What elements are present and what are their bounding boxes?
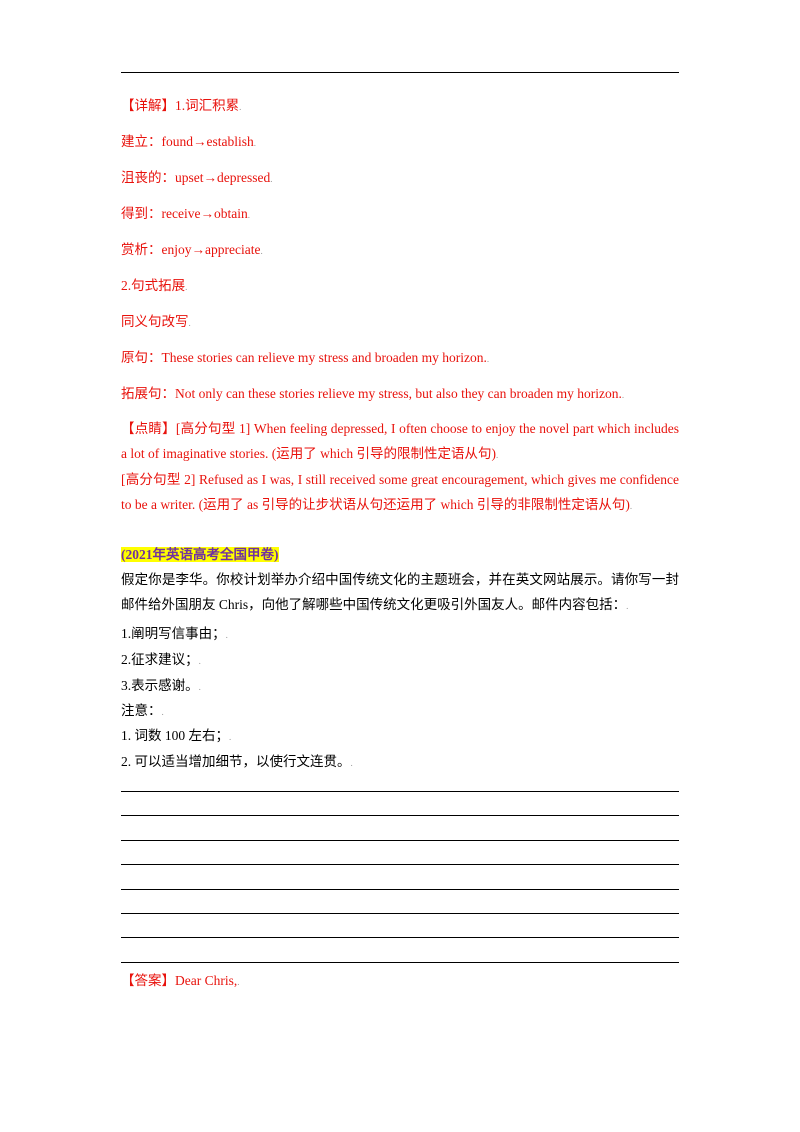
paragraph-mark: .	[621, 390, 625, 400]
item-text: 原句：These stories can relieve my stress a…	[121, 350, 487, 365]
note-label: 注意：.	[121, 702, 164, 721]
item-text: 拓展句：Not only can these stories relieve m…	[121, 386, 622, 401]
paragraph-mark: .	[185, 282, 188, 292]
paragraph-mark: .	[495, 450, 499, 460]
paragraph-mark: .	[247, 210, 250, 220]
vocab-item: 沮丧的：upset→depressed.	[121, 169, 272, 188]
detail-heading: 【详解】	[121, 98, 175, 113]
writing-line	[121, 815, 679, 816]
rewrite-label: 同义句改写.	[121, 313, 191, 332]
vocab-text: 得到：receive→obtain	[121, 206, 248, 221]
vocab-item: 建立：found→establish.	[121, 133, 256, 152]
writing-line	[121, 791, 679, 792]
paragraph-mark: .	[225, 630, 228, 640]
task-source: (2021年英语高考全国甲卷)	[121, 547, 279, 562]
paragraph-mark: .	[486, 354, 490, 364]
answer-line: 【答案】Dear Chris,.	[121, 972, 239, 991]
task-source-line: (2021年英语高考全国甲卷)	[121, 546, 279, 564]
vocab-text: 建立：found→establish	[121, 134, 254, 149]
note-item: 2. 可以适当增加细节，以使行文连贯。.	[121, 753, 353, 772]
vocab-item: 赏析：enjoy→appreciate.	[121, 241, 263, 260]
paragraph-mark: .	[626, 601, 629, 611]
item-text: 2.句式拓展	[121, 278, 186, 293]
detail-item-vocab: 1.词汇积累	[175, 98, 240, 113]
tips-paragraph-1: 【点睛】[高分句型 1] When feeling depressed, I o…	[121, 416, 679, 468]
paragraph-mark: .	[188, 318, 191, 328]
note-item: 1. 词数 100 左右；.	[121, 727, 231, 746]
writing-line	[121, 840, 679, 841]
vocab-text: 赏析：enjoy→appreciate	[121, 242, 261, 257]
item-text: 同义句改写	[121, 314, 189, 329]
writing-line	[121, 889, 679, 890]
paragraph-mark: .	[198, 656, 201, 666]
paragraph-mark: .	[350, 758, 353, 768]
paragraph-mark: .	[260, 246, 263, 256]
tips-heading: 【点睛】	[121, 421, 176, 436]
tips-text-2: [高分句型 2] Refused as I was, I still recei…	[121, 472, 679, 512]
paragraph-mark: .	[270, 174, 273, 184]
detail-item-sentence: 2.句式拓展.	[121, 277, 187, 296]
vocab-item: 得到：receive→obtain.	[121, 205, 250, 224]
point-text: 2.征求建议；	[121, 652, 199, 667]
paragraph-mark: .	[161, 707, 164, 717]
point-text: 1.阐明写信事由；	[121, 626, 226, 641]
prompt-text: 假定你是李华。你校计划举办介绍中国传统文化的主题班会，并在英文网站展示。请你写一…	[121, 572, 679, 612]
paragraph-mark: .	[229, 732, 232, 742]
task-prompt: 假定你是李华。你校计划举办介绍中国传统文化的主题班会，并在英文网站展示。请你写一…	[121, 567, 679, 619]
writing-line	[121, 864, 679, 865]
vocab-text: 沮丧的：upset→depressed	[121, 170, 271, 185]
task-point: 1.阐明写信事由；.	[121, 625, 228, 644]
paragraph-mark: .	[253, 138, 256, 148]
tips-text-1: [高分句型 1] When feeling depressed, I often…	[121, 421, 679, 461]
point-text: 3.表示感谢。	[121, 678, 199, 693]
note-text: 1. 词数 100 左右；	[121, 728, 229, 743]
task-point: 2.征求建议；.	[121, 651, 201, 670]
note-text: 2. 可以适当增加细节，以使行文连贯。	[121, 754, 351, 769]
paragraph-mark: .	[237, 977, 240, 987]
detail-heading-line: 【详解】1.词汇积累.	[121, 97, 241, 116]
answer-label: 【答案】	[121, 973, 175, 988]
expanded-sentence: 拓展句：Not only can these stories relieve m…	[121, 385, 624, 404]
writing-line	[121, 937, 679, 938]
tips-paragraph-2: [高分句型 2] Refused as I was, I still recei…	[121, 467, 679, 519]
task-point: 3.表示感谢。.	[121, 677, 201, 696]
writing-line	[121, 913, 679, 914]
original-sentence: 原句：These stories can relieve my stress a…	[121, 349, 489, 368]
writing-line	[121, 962, 679, 963]
header-rule	[121, 72, 679, 73]
answer-text: Dear Chris,	[175, 973, 238, 988]
paragraph-mark: .	[629, 501, 633, 511]
paragraph-mark: .	[198, 682, 201, 692]
note-label-text: 注意：	[121, 703, 162, 718]
paragraph-mark: .	[239, 102, 242, 112]
